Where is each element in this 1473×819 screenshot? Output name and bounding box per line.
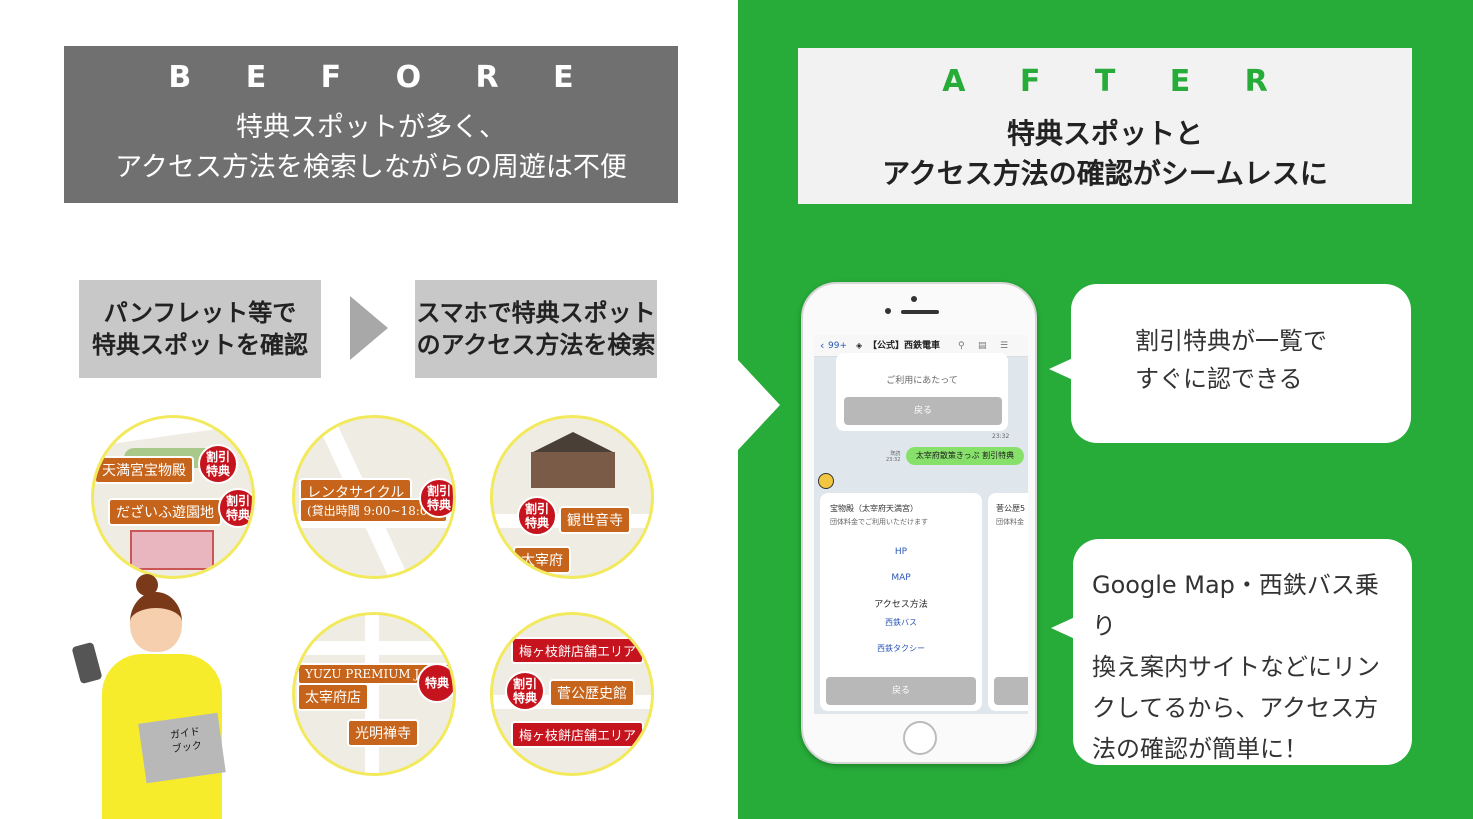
after-desc-line1: 特典スポットと: [1006, 117, 1203, 150]
card-subtitle: 団体料金でご利用いただけます: [830, 518, 928, 526]
shield-icon: ◈: [856, 341, 863, 350]
step2-line1: スマホで特典スポット: [416, 299, 656, 327]
step-arrow-icon: [350, 296, 388, 360]
map-circle-yuzu: YUZU PREMIUM JAPAN 太宰府店 特典 光明禅寺: [292, 612, 456, 776]
discount-badge: 割引 特典: [517, 496, 557, 536]
bubble2-line2: 換え案内サイトなどにリン: [1092, 653, 1380, 681]
usage-text: ご利用にあたって: [886, 376, 958, 386]
back-button[interactable]: 戻る: [844, 397, 1002, 425]
speaker-grille: [901, 310, 939, 314]
map-tag: 天満宮宝物殿: [94, 456, 194, 484]
before-description: 特典スポットが多く、 アクセス方法を検索しながらの周遊は不便: [64, 108, 678, 188]
step-pamphlet: パンフレット等で 特典スポットを確認: [79, 280, 321, 378]
bubble-tail: [1049, 358, 1073, 380]
read-receipt: 既読 23:32: [886, 451, 901, 463]
card-title: 宝物殿（太宰府天満宮）: [830, 504, 918, 513]
user-message-bubble: 太宰府散策きっぷ 割引特典: [906, 447, 1024, 465]
woman-with-phone-illustration: ガイド ブック: [71, 574, 272, 819]
map-tag: 梅ヶ枝餅店舗エリア: [511, 637, 645, 664]
usage-card: ご利用にあたって 戻る: [836, 353, 1008, 431]
step1-line2: 特典スポットを確認: [92, 331, 308, 359]
access-heading: アクセス方法: [874, 600, 928, 610]
discount-badge: 割引 特典: [419, 478, 453, 518]
before-header: B E F O R E 特典スポットが多く、 アクセス方法を検索しながらの周遊は…: [64, 46, 678, 203]
smartphone-mockup: ‹ 99+ ◈ 【公式】西鉄電車 ⚲ ▤ ☰ ご利用にあたって 戻る 23:32…: [801, 282, 1037, 764]
spot-card-next[interactable]: 菅公歴5 団体料金: [988, 493, 1028, 711]
map-circle-tenmangu: 天満宮宝物殿 割引 特典 だざいふ遊園地 割引 特典: [91, 415, 255, 579]
map-tag: 観世音寺: [559, 506, 631, 534]
map-tag: 光明禅寺: [347, 719, 419, 747]
bubble1-line2: すぐに認できる: [1135, 365, 1303, 393]
bubble2-line4: 法の確認が簡単に！: [1092, 735, 1308, 763]
step-smartphone-search: スマホで特典スポット のアクセス方法を検索: [415, 280, 657, 378]
temple-icon: [531, 452, 615, 488]
map-link[interactable]: MAP: [891, 573, 911, 583]
after-header: A F T E R 特典スポットと アクセス方法の確認がシームレスに: [798, 48, 1412, 204]
map-circle-kanko-history: 梅ヶ枝餅店舗エリア 割引 特典 菅公歴史館 梅ヶ枝餅店舗エリア: [490, 612, 654, 776]
hp-link[interactable]: HP: [894, 547, 908, 557]
hair-bun: [136, 574, 158, 596]
woman-face: [130, 592, 182, 652]
step1-line1: パンフレット等で: [103, 299, 297, 327]
map-tag: 太宰府店: [297, 683, 369, 711]
phone-screen: ‹ 99+ ◈ 【公式】西鉄電車 ⚲ ▤ ☰ ご利用にあたって 戻る 23:32…: [814, 335, 1028, 714]
discount-badge: 割引 特典: [218, 488, 252, 528]
before-desc-line2: アクセス方法を検索しながらの周遊は不便: [115, 152, 627, 183]
card-back-button[interactable]: 戻る: [826, 677, 976, 705]
menu-icon[interactable]: ☰: [1000, 341, 1009, 351]
sensor-icon: [911, 296, 917, 302]
after-description: 特典スポットと アクセス方法の確認がシームレスに: [798, 114, 1412, 194]
benefit-badge: 特典: [417, 663, 453, 703]
before-desc-line1: 特典スポットが多く、: [236, 112, 506, 143]
chat-title: 【公式】西鉄電車: [868, 341, 941, 351]
search-icon[interactable]: ⚲: [958, 341, 965, 351]
map-circle-kanzeonji: 割引 特典 観世音寺 太宰府: [490, 415, 654, 579]
back-chevron-icon[interactable]: ‹: [820, 339, 825, 352]
home-button[interactable]: [903, 721, 937, 755]
bubble1-line1: 割引特典が一覧で: [1135, 327, 1327, 355]
timestamp: 23:32: [992, 433, 1010, 440]
unread-count[interactable]: 99+: [828, 341, 847, 351]
bus-link[interactable]: 西鉄バス: [885, 618, 917, 627]
taxi-link[interactable]: 西鉄タクシー: [877, 644, 925, 653]
amusement-park-icon: [130, 530, 214, 570]
map-circle-rental-cycle: レンタサイクル (貸出時間 9:00~18:00) 割引 特典: [292, 415, 456, 579]
card2-title: 菅公歴5: [996, 504, 1026, 513]
speech-bubble-access-links: Google Map・西鉄バス乗り 換え案内サイトなどにリン クしてるから、アク…: [1051, 539, 1412, 765]
map-tag: YUZU PREMIUM JAPAN: [297, 663, 453, 685]
temple-roof-icon: [533, 432, 613, 452]
discount-badge: 割引 特典: [198, 444, 238, 484]
spot-card[interactable]: 宝物殿（太宰府天満宮） 団体料金でご利用いただけます HP MAP アクセス方法…: [820, 493, 982, 711]
discount-badge: 割引 特典: [505, 671, 545, 711]
map-tag: だざいふ遊園地: [108, 498, 222, 526]
before-title: B E F O R E: [168, 60, 596, 95]
bubble2-line3: クしてるから、アクセス方: [1092, 694, 1379, 722]
after-desc-line2: アクセス方法の確認がシームレスに: [882, 157, 1328, 190]
chat-header: ‹ 99+ ◈ 【公式】西鉄電車 ⚲ ▤ ☰: [814, 335, 1028, 357]
map-tag: 菅公歴史館: [549, 679, 635, 707]
speech-bubble-discount-list: 割引特典が一覧で すぐに認できる: [1049, 284, 1411, 443]
card2-back-button[interactable]: [994, 677, 1028, 705]
step2-line2: のアクセス方法を検索: [416, 331, 656, 359]
bubble-tail: [1051, 617, 1075, 639]
notes-icon[interactable]: ▤: [978, 341, 987, 351]
map-tag: 太宰府: [513, 546, 571, 574]
bubble2-line1: Google Map・西鉄バス乗り: [1092, 571, 1379, 640]
after-title: A F T E R: [942, 64, 1290, 99]
guidebook: ガイド ブック: [138, 712, 226, 784]
front-camera-icon: [885, 308, 891, 314]
bot-avatar: [818, 473, 834, 489]
card2-subtitle: 団体料金: [996, 518, 1024, 526]
map-tag: 梅ヶ枝餅店舗エリア: [511, 721, 645, 748]
smartphone-icon: [71, 641, 103, 685]
transition-pointer-icon: [738, 360, 780, 450]
